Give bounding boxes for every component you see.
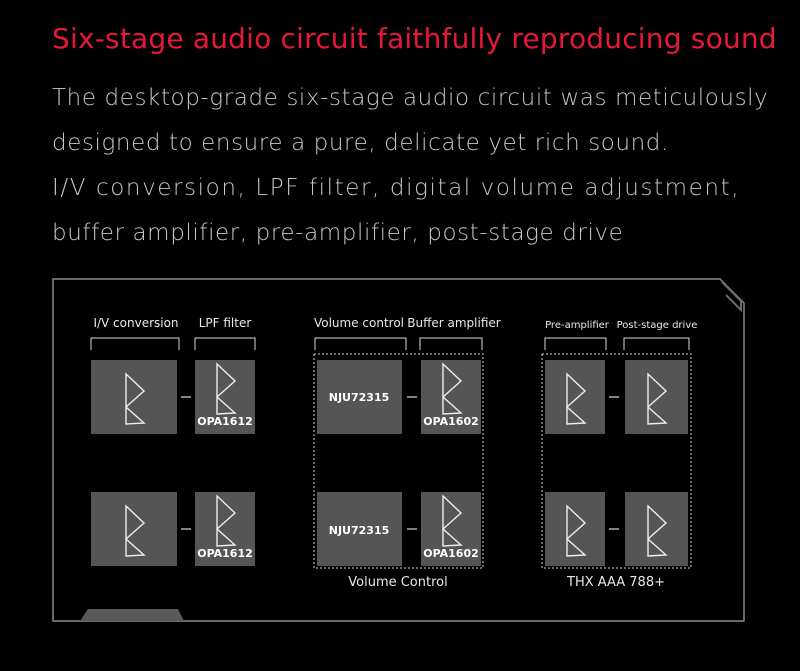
bracket-buffer <box>419 337 483 350</box>
opamp-icon <box>441 362 463 415</box>
group-frame-amp <box>541 353 692 569</box>
opamp-icon <box>441 494 463 547</box>
opamp-icon <box>215 494 237 547</box>
corner-accent <box>721 281 742 313</box>
stage-label-pre: Pre-amplifier <box>545 320 610 331</box>
page-heading: Six-stage audio circuit faithfully repro… <box>52 22 777 55</box>
chip-post-2 <box>625 492 688 566</box>
group-label-volume: Volume Control <box>348 575 447 590</box>
bracket-volume <box>314 337 407 350</box>
chip-label-volume-1: NJU72315 <box>329 391 390 404</box>
group-frame-volume <box>313 353 484 569</box>
bracket-post <box>623 337 690 350</box>
chip-post-1 <box>625 360 688 434</box>
description-line-3: I/V conversion, LPF filter, digital volu… <box>52 175 741 201</box>
bracket-iv <box>90 337 180 350</box>
chip-label-buffer-2: OPA1602 <box>423 547 479 560</box>
bottom-accent <box>80 609 184 621</box>
description-line-2: designed to ensure a pure, delicate yet … <box>52 130 669 156</box>
opamp-icon <box>565 504 587 557</box>
chip-volume-2 <box>317 492 402 566</box>
opamp-icon <box>124 504 146 557</box>
opamp-icon <box>646 372 668 425</box>
stage-label-lpf: LPF filter <box>199 316 252 330</box>
description-line-1: The desktop-grade six-stage audio circui… <box>52 85 769 111</box>
chip-label-buffer-1: OPA1602 <box>423 415 479 428</box>
chip-pre-2 <box>545 492 605 566</box>
chip-pre-1 <box>545 360 605 434</box>
circuit-diagram: I/V conversion LPF filter Volume control… <box>52 278 745 622</box>
opamp-icon <box>565 372 587 425</box>
chip-label-lpf-1: OPA1612 <box>197 415 253 428</box>
stage-label-post: Post-stage drive <box>617 320 698 331</box>
opamp-icon <box>215 362 237 415</box>
chip-iv-1 <box>91 360 177 434</box>
stage-label-buffer: Buffer amplifier <box>407 316 501 330</box>
opamp-icon <box>124 372 146 425</box>
chip-volume-1 <box>317 360 402 434</box>
stage-label-iv: I/V conversion <box>93 316 178 330</box>
description-line-4: buffer amplifier, pre-amplifier, post-st… <box>52 220 624 246</box>
opamp-icon <box>646 504 668 557</box>
chip-label-lpf-2: OPA1612 <box>197 547 253 560</box>
stage-label-volume: Volume control <box>314 316 404 330</box>
group-label-amp: THX AAA 788+ <box>566 575 665 590</box>
chip-label-volume-2: NJU72315 <box>329 524 390 537</box>
bracket-lpf <box>194 337 256 350</box>
bracket-pre <box>544 337 607 350</box>
chip-iv-2 <box>91 492 177 566</box>
